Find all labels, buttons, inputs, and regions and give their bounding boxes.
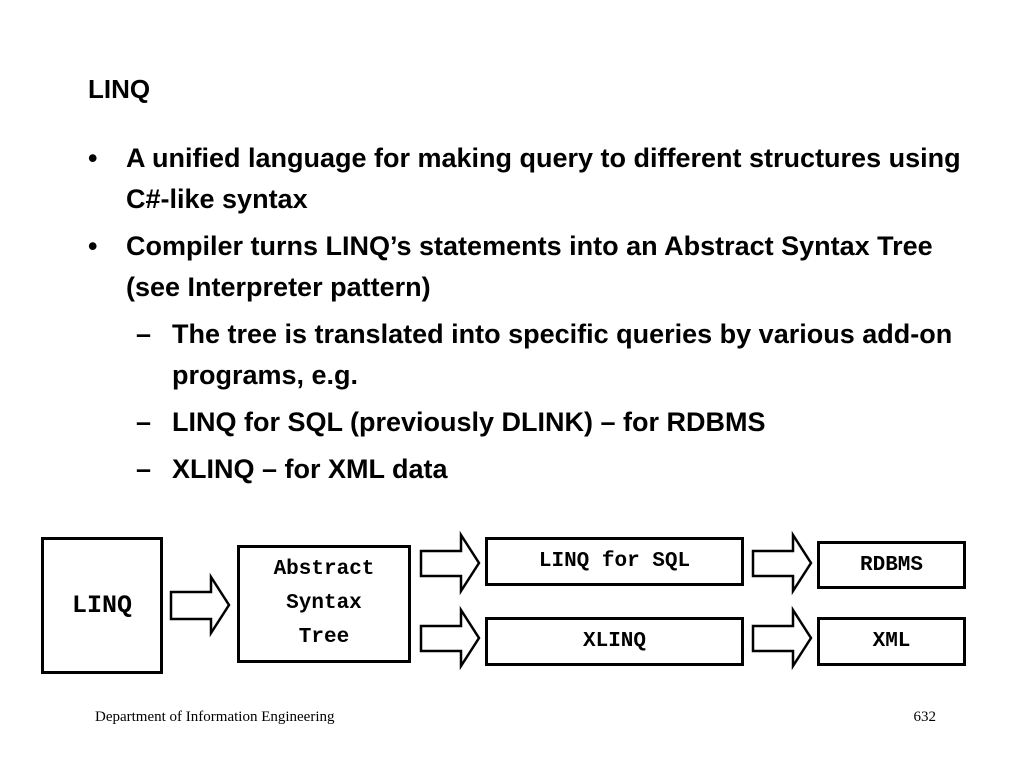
arrow-right-icon [419, 530, 481, 596]
sub-bullet-marker: – [136, 319, 152, 349]
bullet-list: • A unified language for making query to… [84, 138, 964, 496]
sub-bullet-text: The tree is translated into specific que… [172, 319, 953, 390]
arrow-right-icon [751, 605, 813, 671]
arrow-right-icon [751, 530, 813, 596]
ast-box-line3: Tree [298, 626, 350, 649]
sub-bullet-text: XLINQ – for XML data [172, 454, 448, 484]
bullet-marker: • [88, 231, 98, 261]
linq-box: LINQ [41, 537, 163, 674]
ast-box-line1: Abstract [273, 558, 375, 581]
xlinq-box: XLINQ [485, 617, 744, 666]
footer-department: Department of Information Engineering [95, 709, 335, 725]
xml-label: XML [872, 630, 911, 653]
sub-bullet-item: – XLINQ – for XML data [84, 449, 964, 490]
arrow-right-icon [169, 572, 231, 638]
arrow-right-icon [419, 605, 481, 671]
sub-bullet-item: – The tree is translated into specific q… [84, 314, 964, 396]
xlinq-label: XLINQ [582, 630, 646, 653]
sub-bullet-item: – LINQ for SQL (previously DLINK) – for … [84, 402, 964, 443]
bullet-item: • A unified language for making query to… [84, 138, 964, 220]
bullet-text: A unified language for making query to d… [126, 143, 961, 214]
sub-bullet-marker: – [136, 454, 152, 484]
rdbms-label: RDBMS [859, 553, 923, 577]
linq-for-sql-label: LINQ for SQL [538, 550, 691, 573]
footer-page-number: 632 [913, 709, 937, 725]
slide-title: LINQ [88, 74, 151, 104]
ast-box-line2: Syntax [286, 592, 362, 615]
xml-box: XML [817, 617, 966, 666]
bullet-marker: • [88, 143, 98, 173]
ast-box: Abstract Syntax Tree [237, 545, 411, 663]
bullet-text: Compiler turns LINQ’s statements into an… [126, 231, 933, 302]
rdbms-box: RDBMS [817, 541, 966, 589]
bullet-item: • Compiler turns LINQ’s statements into … [84, 226, 964, 308]
linq-for-sql-box: LINQ for SQL [485, 537, 744, 586]
sub-bullet-text: LINQ for SQL (previously DLINK) – for RD… [172, 407, 766, 437]
sub-bullet-marker: – [136, 407, 152, 437]
linq-box-label: LINQ [71, 591, 132, 620]
